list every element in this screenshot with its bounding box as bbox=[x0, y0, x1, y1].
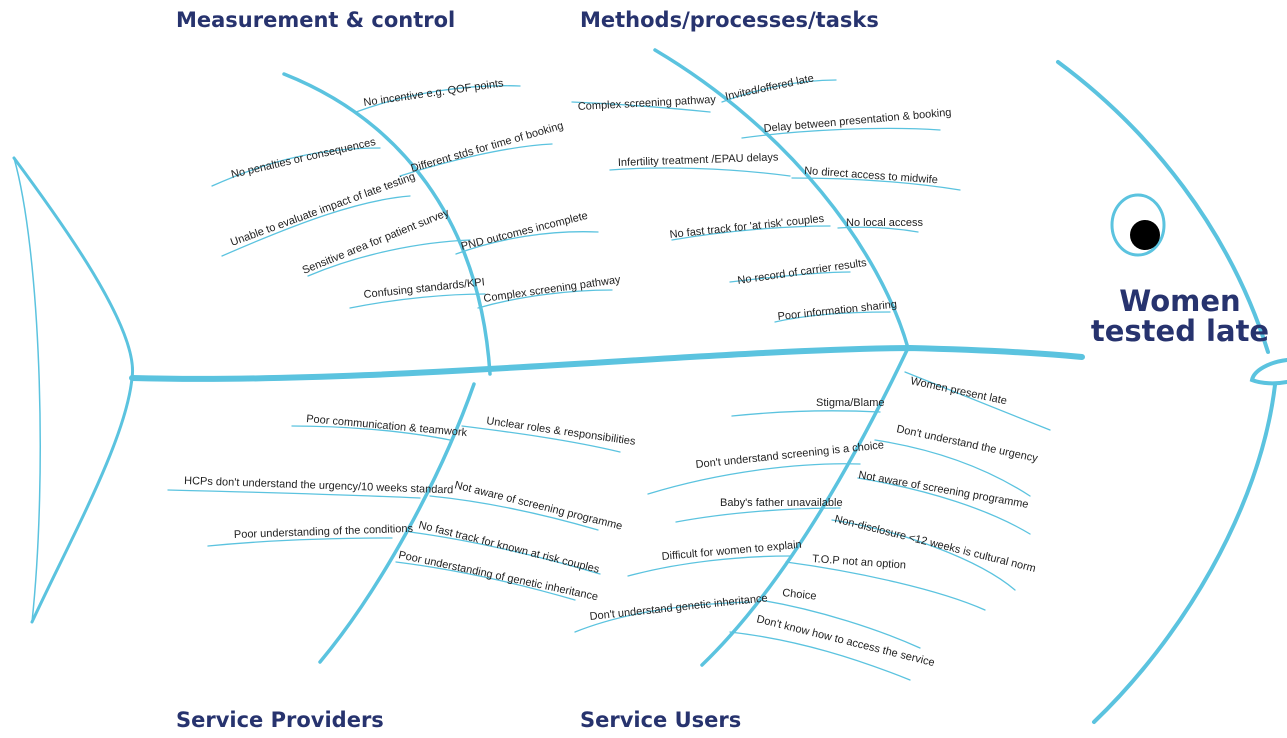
bone-providers bbox=[318, 382, 476, 664]
cause-label: Invited/offered late bbox=[724, 72, 815, 103]
tail-inner bbox=[13, 157, 41, 623]
cause-label: Difficult for women to explain bbox=[661, 539, 802, 563]
category-measurement: Measurement & control bbox=[176, 8, 456, 32]
cause-label: Delay between presentation & booking bbox=[763, 107, 952, 135]
cause-label: Don't understand genetic inheritance bbox=[589, 592, 768, 623]
cause-label: Sensitive area for patient survey bbox=[301, 207, 452, 277]
cause-label: No penalties or consequences bbox=[230, 136, 377, 181]
cause-label: No direct access to midwife bbox=[804, 165, 938, 186]
fish-eye-icon bbox=[1110, 193, 1166, 257]
effect-line-1: Women bbox=[1119, 284, 1241, 318]
cause-label: No fast track for 'at risk' couples bbox=[669, 213, 825, 241]
cause-label: HCPs don't understand the urgency/10 wee… bbox=[184, 475, 454, 496]
bone-measurement bbox=[282, 72, 492, 376]
cause-label: Poor communication & teamwork bbox=[306, 413, 468, 439]
cause-label: Not aware of screening programme bbox=[453, 479, 623, 532]
cause-label: Women present late bbox=[909, 375, 1008, 407]
cause-label: Don't know how to access the service bbox=[755, 613, 936, 669]
cause-label: Infertility treatment /EPAU delays bbox=[618, 151, 779, 169]
tail-outline bbox=[12, 156, 135, 624]
category-methods: Methods/processes/tasks bbox=[580, 8, 879, 32]
cause-label: No local access bbox=[846, 217, 924, 229]
cause-label: No incentive e.g. QOF points bbox=[363, 77, 505, 109]
cause-label: Not aware of screening programme bbox=[857, 469, 1029, 511]
cause-label: Choice bbox=[782, 587, 817, 603]
mouth bbox=[1249, 358, 1287, 386]
category-service-users: Service Users bbox=[580, 708, 742, 732]
spine bbox=[129, 344, 1085, 382]
cause-label: Don't understand the urgency bbox=[895, 423, 1039, 465]
cause-label: Complex screening pathway bbox=[483, 274, 622, 305]
cause-label: T.O.P not an option bbox=[812, 553, 907, 572]
head-outline bbox=[1056, 60, 1270, 354]
bone-methods bbox=[653, 48, 910, 350]
cause-label: Poor information sharing bbox=[777, 299, 897, 323]
cause-label: Baby's father unavailable bbox=[720, 497, 843, 509]
effect-label: Women tested late bbox=[1080, 286, 1280, 346]
category-service-providers: Service Providers bbox=[176, 708, 384, 732]
head-lower bbox=[1092, 383, 1277, 724]
cause-label: Different stds for time of booking bbox=[410, 120, 565, 175]
cause-label: Stigma/Blame bbox=[816, 397, 884, 409]
effect-line-2: tested late bbox=[1090, 314, 1270, 348]
